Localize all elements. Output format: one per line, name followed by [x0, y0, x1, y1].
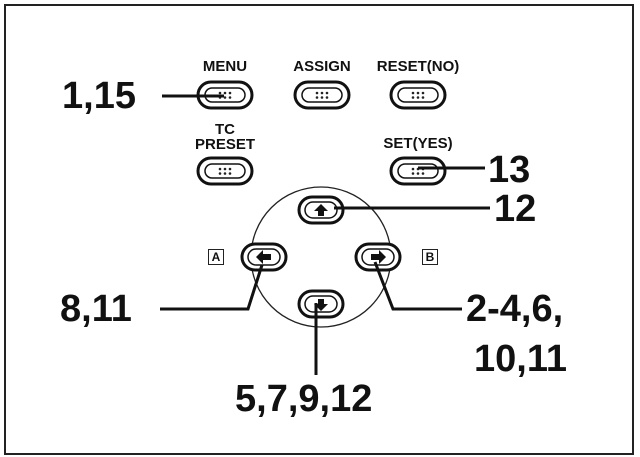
- reset-no-button[interactable]: [389, 80, 447, 110]
- assign-button[interactable]: [293, 80, 351, 110]
- callout-right-line1: 2-4,6,: [466, 288, 564, 330]
- reset-no-label: RESET(NO): [376, 58, 460, 75]
- right-arrow-button[interactable]: [354, 242, 402, 272]
- diagram-frame: [4, 4, 634, 455]
- tc-label: TC: [215, 121, 235, 138]
- down-arrow-icon: [314, 299, 328, 311]
- menu-label: MENU: [202, 58, 248, 75]
- callout-set: 13: [488, 149, 531, 191]
- leader-right: [373, 261, 462, 311]
- down-arrow-button[interactable]: [297, 289, 345, 319]
- callout-down: 5,7,9,12: [235, 378, 373, 420]
- leader-lines: [160, 94, 490, 375]
- preset-label: PRESET: [194, 136, 255, 153]
- up-arrow-icon: [314, 204, 328, 216]
- callout-left: 8,11: [60, 288, 132, 330]
- left-arrow-button[interactable]: [240, 242, 288, 272]
- assign-label: ASSIGN: [293, 58, 351, 75]
- set-yes-button[interactable]: [389, 156, 447, 186]
- box-label-a: A: [208, 249, 224, 265]
- callout-menu: 1,15: [62, 75, 136, 117]
- tc-preset-button[interactable]: [196, 156, 254, 186]
- callout-right-line2: 10,11: [474, 338, 567, 380]
- set-yes-label: SET(YES): [383, 135, 453, 152]
- up-arrow-button[interactable]: [297, 195, 345, 225]
- box-label-b: B: [422, 249, 438, 265]
- leader-left: [160, 264, 264, 311]
- left-arrow-icon: [256, 250, 271, 264]
- callout-up: 12: [494, 188, 537, 230]
- right-arrow-icon: [371, 250, 386, 264]
